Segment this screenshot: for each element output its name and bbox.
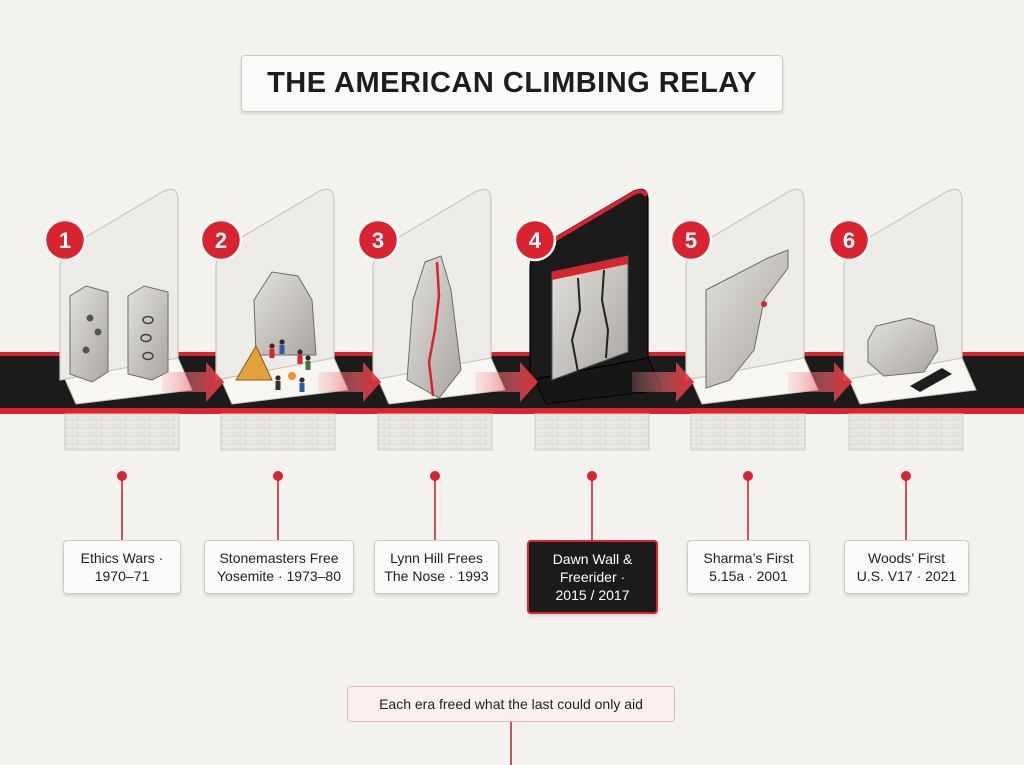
step-6-label: Woods’ First U.S. V17 · 2021 (844, 540, 969, 594)
station-5: 5 (669, 188, 819, 451)
step-4-label: Dawn Wall & Freerider · 2015 / 2017 (527, 540, 658, 614)
step-1-connector (117, 471, 127, 540)
station-2: 2 (199, 188, 349, 451)
step-5-label: Sharma’s First 5.15a · 2001 (687, 540, 810, 594)
step-1-number: 1 (59, 228, 71, 253)
step-2-badge (199, 218, 243, 262)
step-6-connector (901, 471, 911, 540)
step-1-badge (43, 218, 87, 262)
step-6-number: 6 (843, 228, 855, 253)
step-3-label: Lynn Hill Frees The Nose · 1993 (374, 540, 499, 594)
arrow-2-to-3 (318, 362, 381, 402)
station-2-base (220, 413, 336, 451)
station-6-base (848, 413, 964, 451)
step-4-badge (513, 218, 557, 262)
tagline: Each era freed what the last could only … (347, 686, 675, 722)
arrow-3-to-4 (475, 362, 538, 402)
station-6: 6 (827, 188, 977, 451)
station-1-base (64, 413, 180, 451)
station-1: 1 (43, 188, 193, 451)
step-5-connector (743, 471, 753, 540)
station-5-base (690, 413, 806, 451)
arrow-5-to-6 (788, 362, 852, 402)
step-1-label: Ethics Wars · 1970–71 (63, 540, 181, 594)
arrow-1-to-2 (162, 362, 224, 402)
station-3-base (377, 413, 493, 451)
step-3-connector (430, 471, 440, 540)
step-5-number: 5 (685, 228, 697, 253)
step-3-number: 3 (372, 228, 384, 253)
arrow-4-to-5 (632, 362, 694, 402)
station-3: 3 (356, 188, 506, 451)
station-4: 4 (513, 188, 663, 451)
step-6-badge (827, 218, 871, 262)
step-4-connector (587, 471, 597, 540)
step-3-badge (356, 218, 400, 262)
step-2-label: Stonemasters Free Yosemite · 1973–80 (204, 540, 354, 594)
step-2-connector (273, 471, 283, 540)
step-4-number: 4 (529, 228, 542, 253)
step-2-number: 2 (215, 228, 227, 253)
step-5-badge (669, 218, 713, 262)
diagram-title: THE AMERICAN CLIMBING RELAY (241, 55, 783, 112)
station-4-base (534, 413, 650, 451)
